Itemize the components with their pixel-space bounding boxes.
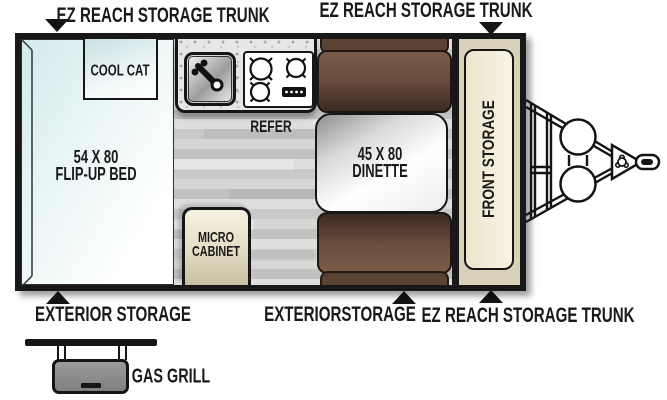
coupler-icon: [634, 153, 661, 171]
dinette-label: 45 X 80 DINETTE: [341, 143, 418, 181]
micro-label-line2: CABINET: [191, 243, 241, 260]
grill-leg: [57, 346, 66, 360]
callout-bottom-left: EXTERIOR STORAGE: [35, 303, 191, 327]
grill-leg: [118, 346, 127, 360]
callout-bottom-center: EXTERIORSTORAGE: [264, 303, 416, 327]
up-arrow-icon: [392, 291, 416, 304]
gas-grill-label: GAS GRILL: [131, 365, 211, 388]
dinette-bench-bottom: [317, 212, 452, 274]
cool-cat-label: COOL CAT: [90, 62, 150, 80]
stove-icon: [243, 51, 314, 108]
bed-label: 54 X 80 FLIP-UP BED: [40, 146, 153, 184]
up-arrow-icon: [46, 291, 70, 304]
burners-icon: [249, 57, 307, 103]
dinette-label-line1: 45 X 80: [357, 143, 403, 164]
callout-top-right: EZ REACH STORAGE TRUNK: [319, 0, 533, 23]
front-storage-box: [464, 49, 514, 270]
dinette-table: [315, 113, 448, 213]
bed-label-line1: 54 X 80: [73, 146, 119, 167]
grill-handle: [80, 383, 101, 388]
dinette-bench-top: [317, 50, 452, 113]
faucet-icon: [191, 59, 224, 92]
cool-cat-unit: [83, 39, 158, 100]
down-arrow-icon: [45, 19, 69, 32]
sink-icon: [188, 56, 232, 102]
plank: [229, 189, 344, 199]
callout-top-left: EZ REACH STORAGE TRUNK: [56, 4, 270, 28]
plank: [194, 250, 314, 261]
interior-wall: [452, 39, 459, 285]
propane-tanks-icon: [559, 118, 597, 203]
tongue-jack-icon: [615, 154, 630, 169]
refer-label: REFER: [250, 116, 292, 136]
dinette-backrest-bottom: [320, 271, 449, 285]
plank: [204, 129, 314, 139]
bed-label-line2: FLIP-UP BED: [55, 164, 137, 184]
plank: [174, 159, 294, 170]
up-arrow-icon: [479, 290, 503, 303]
micro-label-line1: MICRO: [197, 228, 234, 246]
callout-bottom-right: EZ REACH STORAGE TRUNK: [421, 304, 635, 328]
micro-cabinet: [182, 207, 251, 285]
front-storage-label: FRONT STORAGE: [478, 100, 498, 218]
micro-cabinet-label: MICRO CABINET: [183, 228, 250, 260]
dinette-label-line2: DINETTE: [352, 161, 408, 181]
trailer-tongue-icon: [525, 98, 661, 224]
down-arrow-icon: [479, 22, 503, 35]
grill-rail: [25, 339, 157, 346]
bed-outline-icon: [21, 39, 33, 287]
gas-grill-icon: [52, 359, 129, 394]
